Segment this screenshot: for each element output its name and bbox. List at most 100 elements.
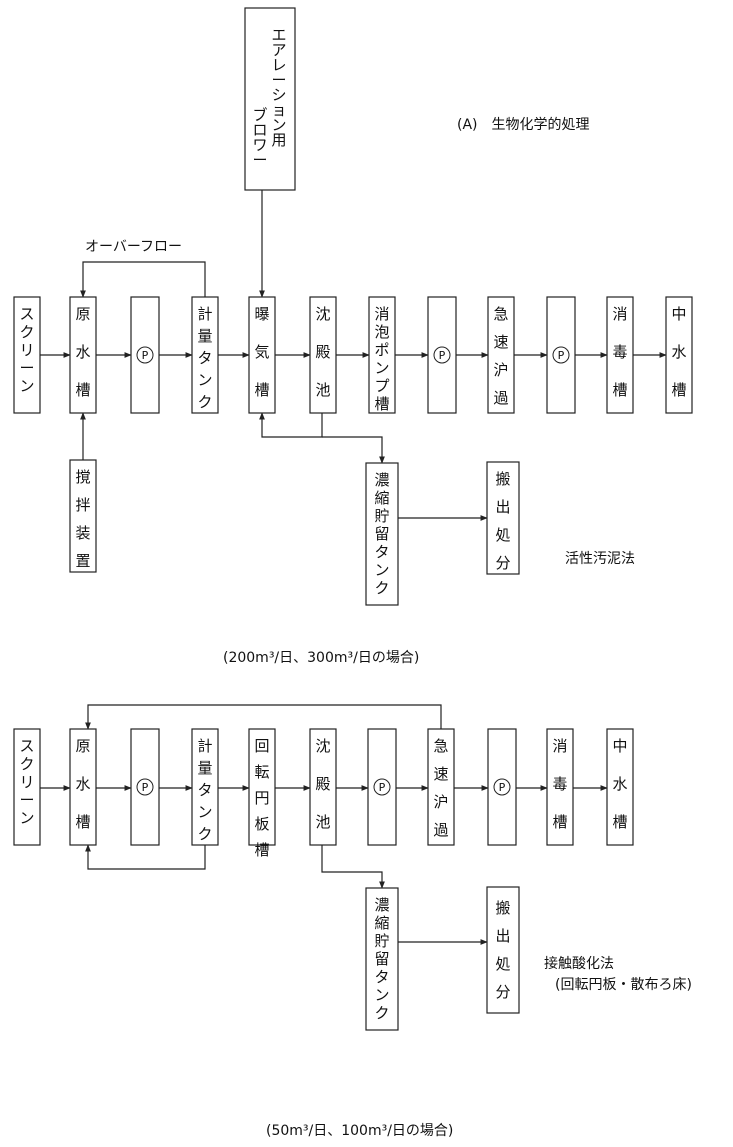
settling-tank-box-char: 池 bbox=[315, 381, 330, 399]
middle-water-tank-box-b-char: 水 bbox=[612, 775, 627, 793]
raw-tank-box-b-char: 水 bbox=[75, 775, 90, 793]
raw-tank-box-char: 槽 bbox=[75, 381, 90, 399]
settling-thickening-line bbox=[322, 436, 385, 464]
method-label-b: 接触酸化法 bbox=[544, 955, 614, 972]
pump-icon bbox=[373, 778, 391, 796]
pump-icon bbox=[136, 778, 154, 796]
overflow-label: オーバーフロー bbox=[85, 239, 182, 255]
metering-tank-box-char: 量 bbox=[197, 327, 212, 345]
thickening-tank-box-b-char: 留 bbox=[374, 950, 389, 968]
screen-box-b-char: ス bbox=[19, 737, 34, 755]
settling-tank-box-b-char: 池 bbox=[315, 813, 330, 831]
defoam-pump-tank-box-char: ポ bbox=[374, 341, 389, 359]
middle-water-tank-box-char: 槽 bbox=[671, 381, 686, 399]
stirrer-box-char: 拌 bbox=[75, 496, 90, 514]
metering-tank-box-b-char: ン bbox=[197, 803, 212, 821]
metering-tank-box-char: ク bbox=[197, 393, 212, 411]
blower-box: エアレーション用ブロワーエアレーション用ブロワー bbox=[244, 7, 296, 191]
settling-tank-box-b: 沈殿池沈殿池 bbox=[309, 728, 337, 846]
middle-water-tank-box-char: 水 bbox=[671, 343, 686, 361]
defoam-pump-tank-box-char: ン bbox=[374, 359, 389, 377]
disinfection-tank-box: 消毒槽消毒槽 bbox=[606, 296, 634, 414]
pump-box-2-label: P bbox=[439, 349, 446, 362]
backwash-line bbox=[85, 704, 442, 730]
aeration-tank-box-char: 槽 bbox=[254, 381, 269, 399]
blower-box-char: 用 bbox=[271, 131, 286, 149]
pump-box-2: P bbox=[427, 296, 457, 414]
disposal-box-a-char: 搬 bbox=[495, 470, 510, 488]
raw-tank-box-b: 原水槽原水槽 bbox=[69, 728, 97, 846]
disinfection-tank-box-char: 毒 bbox=[612, 343, 627, 361]
pump-box-b2-label: P bbox=[379, 781, 386, 794]
thickening-tank-box-a-char: ン bbox=[374, 561, 389, 579]
pump-box-b2: P bbox=[367, 728, 397, 846]
pump-icon bbox=[136, 346, 154, 364]
screen-box: スクリーンスクリーン bbox=[13, 296, 41, 414]
aeration-tank-box: 曝気槽曝気槽 bbox=[248, 296, 276, 414]
rapid-filter-box-char: 沪 bbox=[493, 361, 508, 379]
pump-box-1: P bbox=[130, 296, 160, 414]
rotating-disk-tank-box-char: 槽 bbox=[254, 841, 269, 859]
metering-tank-box-b-char: 量 bbox=[197, 759, 212, 777]
disposal-box-b-char: 分 bbox=[495, 983, 510, 1001]
disposal-box-b-char: 処 bbox=[495, 955, 510, 973]
pump-box-b3: P bbox=[487, 728, 517, 846]
thickening-tank-box-a: 濃縮貯留タンク濃縮貯留タンク bbox=[365, 462, 399, 606]
rotating-disk-tank-box-char: 板 bbox=[254, 815, 269, 833]
disinfection-tank-box-char: 消 bbox=[612, 305, 627, 323]
metering-tank-box-b-char: 計 bbox=[197, 737, 212, 755]
pump-icon bbox=[552, 346, 570, 364]
metering-tank-box-b: 計量タンク計量タンク bbox=[191, 728, 219, 846]
pump-box-b3-label: P bbox=[499, 781, 506, 794]
disposal-box-b: 搬出処分搬出処分 bbox=[486, 886, 520, 1014]
screen-box-b-char: ー bbox=[19, 791, 34, 809]
thickening-tank-box-b-char: 貯 bbox=[374, 932, 389, 950]
capacity-note-b: (50m³/日、100m³/日の場合) bbox=[266, 1123, 453, 1139]
disposal-box-b-char: 搬 bbox=[495, 899, 510, 917]
rotating-disk-tank-box-char: 転 bbox=[254, 763, 269, 781]
thickening-tank-box-b-char: タ bbox=[374, 968, 389, 986]
pump-icon bbox=[433, 346, 451, 364]
pump-icon bbox=[493, 778, 511, 796]
thickening-tank-box-a-char: ク bbox=[374, 579, 389, 597]
middle-water-tank-box: 中水槽中水槽 bbox=[665, 296, 693, 414]
blower-box-char: ワ bbox=[252, 136, 267, 154]
pump-box-3: P bbox=[546, 296, 576, 414]
thickening-tank-box-a-char: 留 bbox=[374, 525, 389, 543]
raw-tank-box-b-char: 槽 bbox=[75, 813, 90, 831]
raw-tank-box-b-char: 原 bbox=[75, 737, 90, 755]
defoam-pump-tank-box-char: 槽 bbox=[374, 395, 389, 413]
rapid-filter-box-char: 過 bbox=[493, 389, 508, 407]
thickening-tank-box-b-char: 縮 bbox=[374, 914, 389, 932]
screen-box-char: リ bbox=[19, 341, 34, 359]
screen-box-char: ス bbox=[19, 305, 34, 323]
screen-box-char: ー bbox=[19, 359, 34, 377]
method-sublabel-b: (回転円板・散布ろ床) bbox=[555, 977, 692, 993]
disposal-box-a-char: 処 bbox=[495, 526, 510, 544]
blower-box-char: ン bbox=[271, 116, 286, 134]
rapid-filter-box-b: 急速沪過急速沪過 bbox=[427, 728, 455, 846]
middle-water-tank-box-b-char: 槽 bbox=[612, 813, 627, 831]
thickening-tank-box-b-char: ン bbox=[374, 986, 389, 1004]
rapid-filter-box: 急速沪過急速沪過 bbox=[487, 296, 515, 414]
blower-box-char: レ bbox=[271, 56, 286, 74]
rotating-disk-tank-box: 回転円板槽回転円板槽 bbox=[248, 728, 276, 859]
aeration-tank-box-char: 気 bbox=[254, 343, 269, 361]
blower-box-char: エ bbox=[271, 26, 286, 44]
rapid-filter-box-char: 急 bbox=[493, 305, 508, 323]
rapid-filter-box-b-char: 急 bbox=[433, 737, 448, 755]
blower-box-char: ア bbox=[271, 41, 286, 59]
metering-tank-box: 計量タンク計量タンク bbox=[191, 296, 219, 414]
section-title: (A) 生物化学的処理 bbox=[457, 117, 590, 133]
settling-tank-box-char: 殿 bbox=[315, 343, 330, 361]
rapid-filter-box-b-char: 過 bbox=[433, 821, 448, 839]
overflow-line-b bbox=[85, 844, 206, 870]
disinfection-tank-box-b-char: 毒 bbox=[552, 775, 567, 793]
screen-box-char: ン bbox=[19, 377, 34, 395]
stirrer-box: 撹拌装置撹拌装置 bbox=[69, 459, 97, 573]
pump-box-b1-label: P bbox=[142, 781, 149, 794]
disposal-box-a: 搬出処分搬出処分 bbox=[486, 461, 520, 575]
method-label-a: 活性汚泥法 bbox=[565, 551, 635, 567]
disposal-box-a-char: 分 bbox=[495, 554, 510, 572]
